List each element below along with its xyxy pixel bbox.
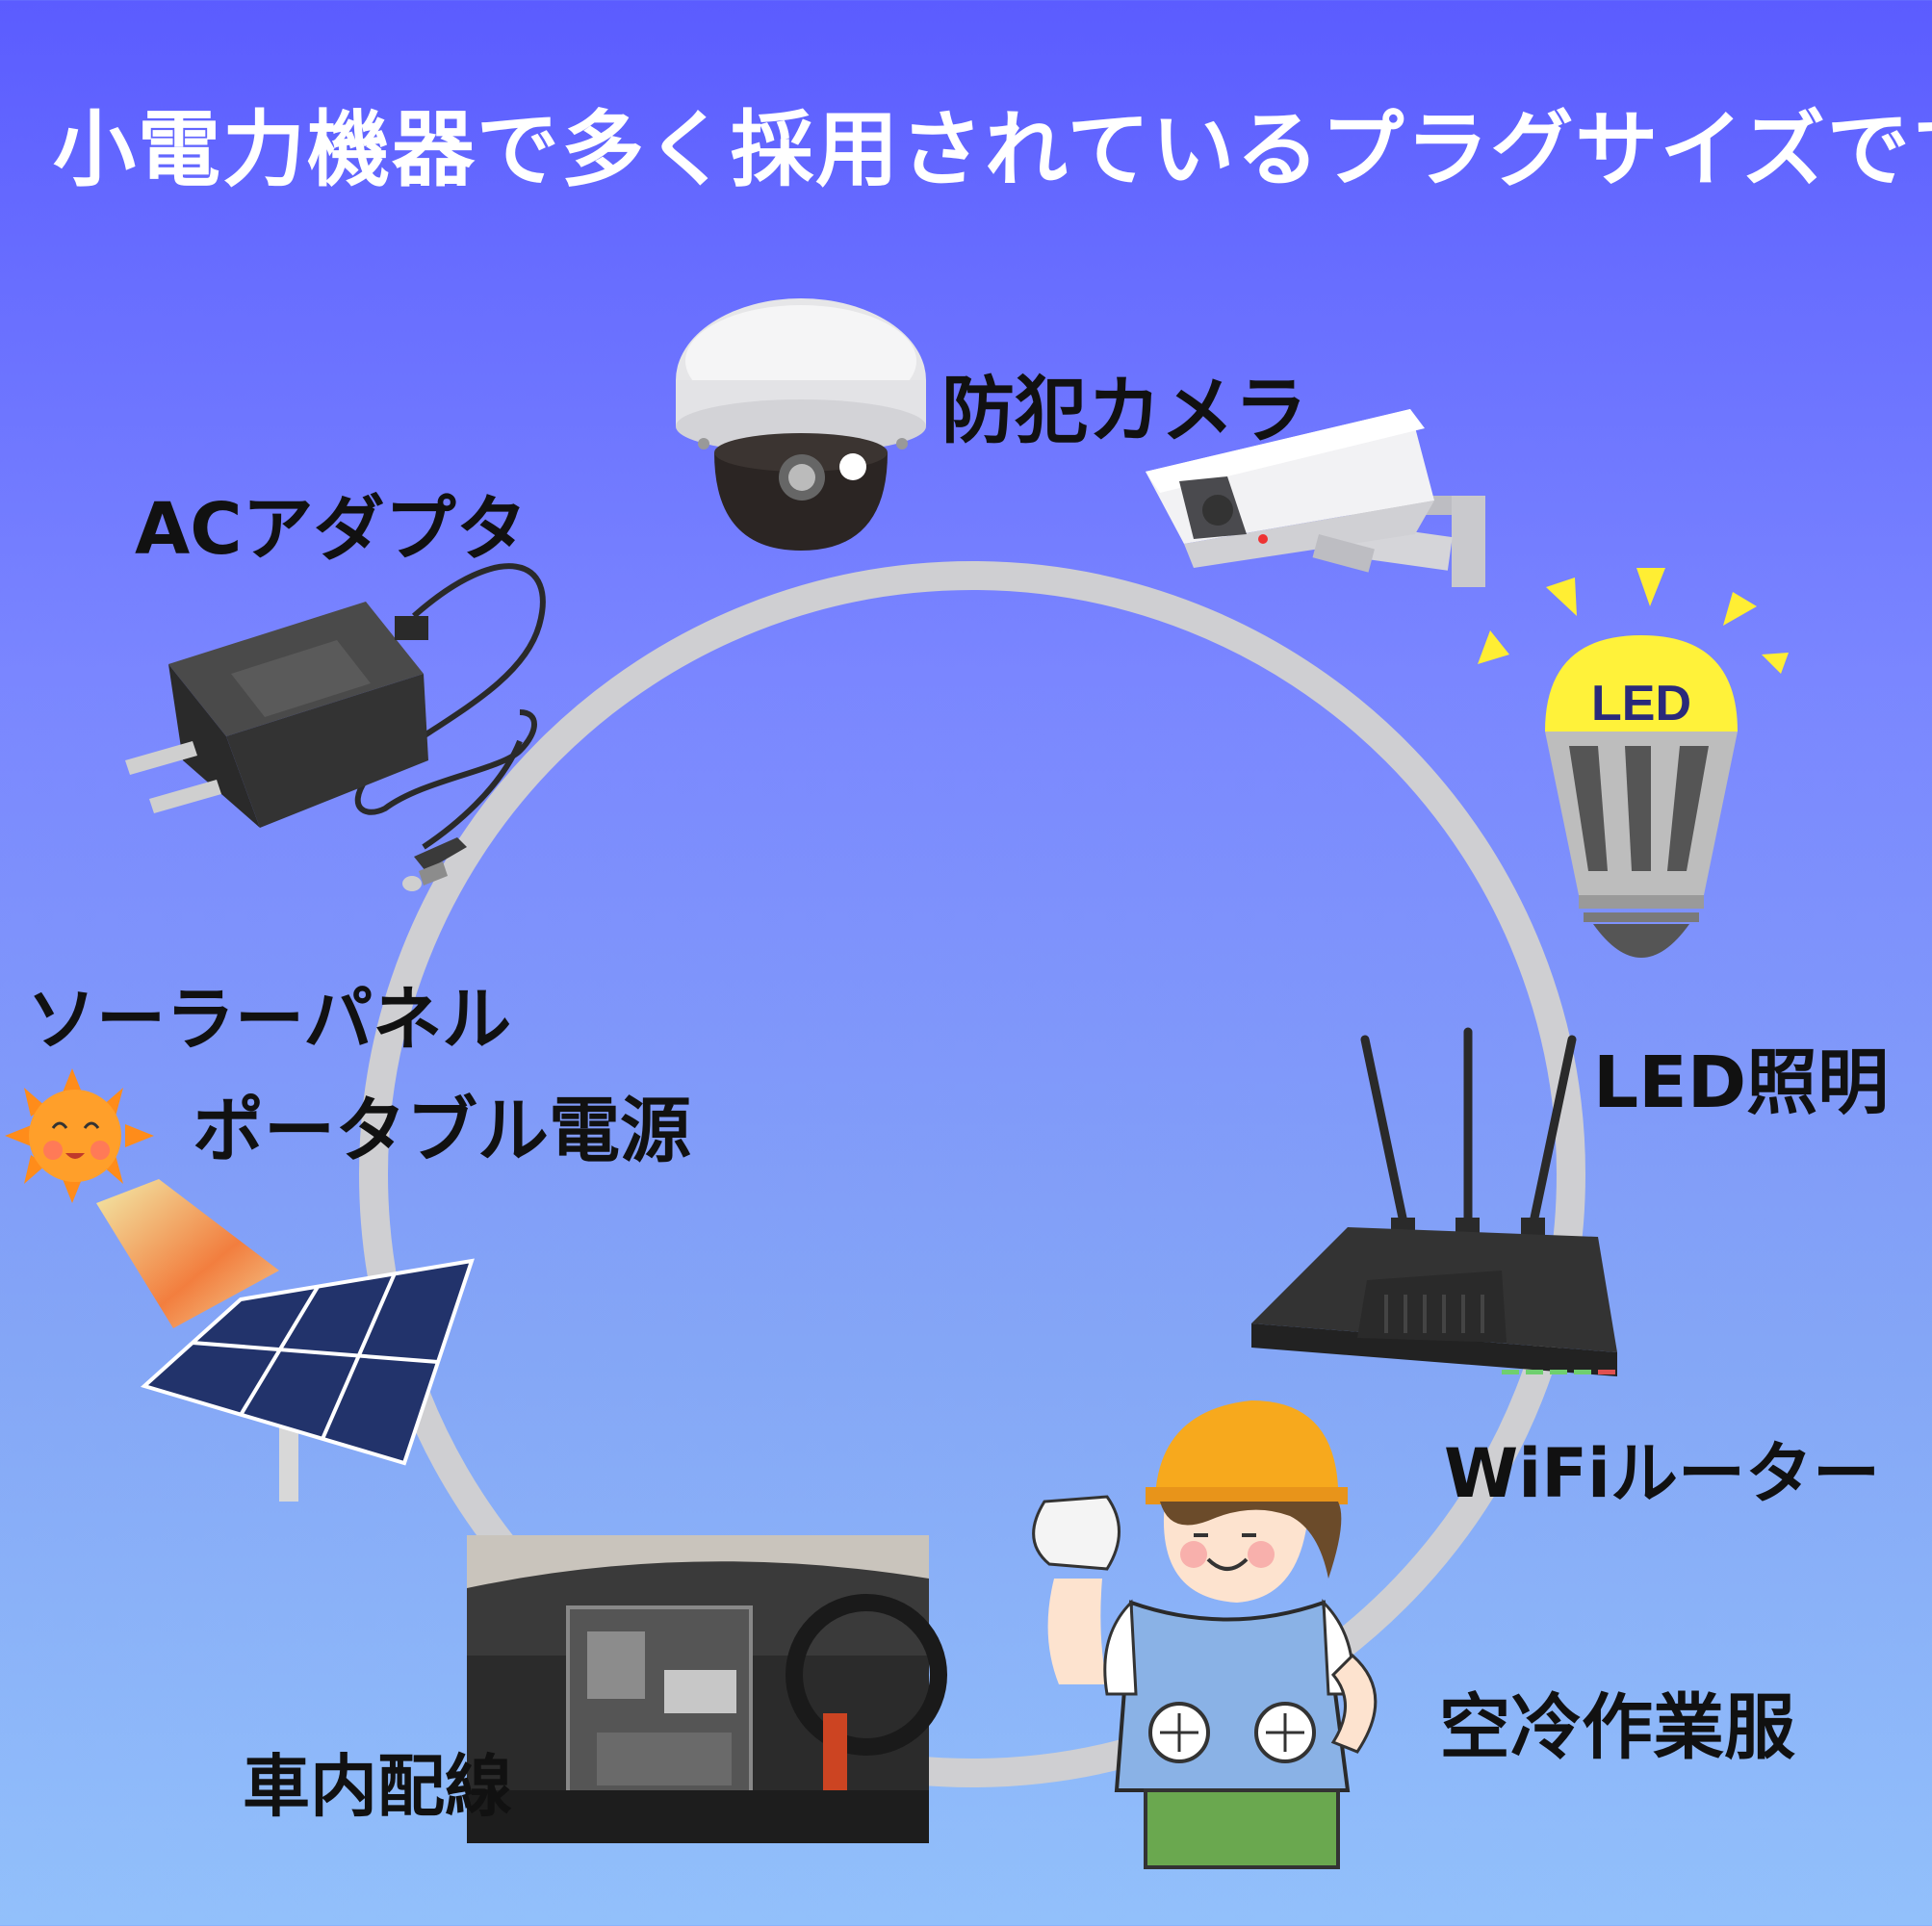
led-lighting-label: LED照明 [1593,1041,1890,1124]
cooling-workwear-label: 空冷作業服 [1439,1686,1795,1769]
led-bulb-text: LED [1591,676,1691,732]
ac-adapter-label: ACアダプタ [135,488,528,571]
page-title: 小電力機器で多く採用されているプラグサイズです [53,102,1932,198]
car-wiring-label: 車内配線 [243,1747,512,1826]
wifi-router-label: WiFiルーター [1444,1434,1881,1513]
portable-power-label: ポータブル電源 [193,1090,691,1172]
solar-panel-label: ソーラーパネル [27,979,512,1060]
security-camera-label: 防犯カメラ [941,368,1307,453]
